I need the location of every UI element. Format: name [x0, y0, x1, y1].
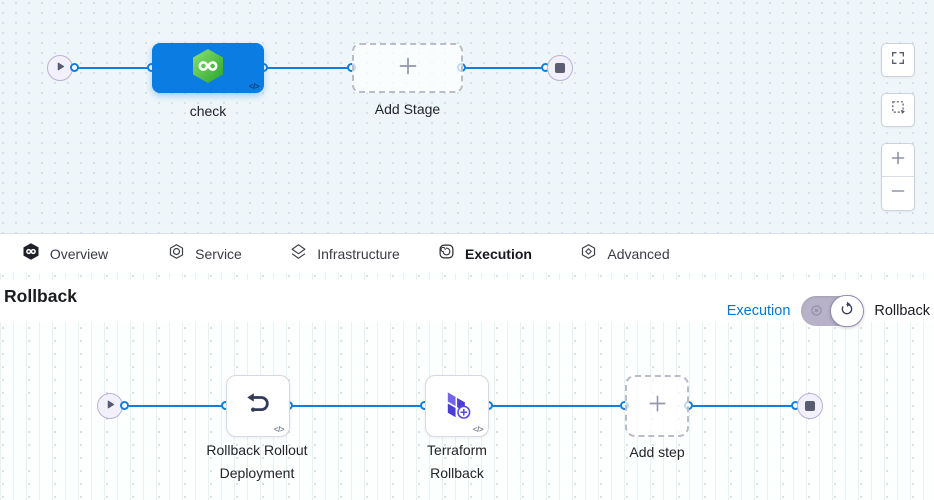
execution-icon — [438, 243, 455, 265]
connector-line — [73, 67, 152, 69]
rollback-header — [0, 280, 934, 322]
add-stage-label: Add Stage — [374, 101, 441, 117]
rollback-end-button[interactable] — [797, 393, 823, 419]
tab-service[interactable]: Service — [135, 234, 275, 274]
infrastructure-icon — [290, 243, 307, 265]
code-view-icon[interactable]: </> — [472, 425, 484, 434]
service-icon — [168, 243, 185, 265]
stage-label: check — [189, 103, 227, 119]
connector-line — [123, 405, 226, 407]
tab-label: Advanced — [607, 246, 670, 262]
fullscreen-icon — [890, 50, 906, 71]
code-view-icon[interactable]: </> — [248, 82, 260, 91]
plus-icon — [889, 149, 907, 172]
stop-icon — [555, 63, 565, 73]
tab-label: Service — [195, 246, 242, 262]
stop-icon — [805, 401, 815, 411]
tab-label: Execution — [465, 246, 532, 262]
step-label-line2: Rollback — [430, 465, 484, 481]
connector-line — [289, 405, 425, 407]
rollback-start-button[interactable] — [97, 393, 123, 419]
play-icon — [105, 397, 116, 415]
toggle-knob[interactable] — [830, 295, 865, 327]
play-icon — [55, 59, 66, 77]
minus-icon — [889, 182, 907, 205]
add-step-label: Add step — [629, 444, 685, 460]
execution-rollback-switch: Execution Rollback — [727, 293, 930, 329]
rollback-toggle[interactable] — [801, 295, 865, 327]
step-node-terraform-rollback[interactable]: </> — [425, 375, 489, 437]
add-stage-button[interactable] — [352, 43, 463, 93]
step-label: Rollback Rollout Deployment — [182, 439, 332, 485]
select-mode-button[interactable] — [881, 93, 915, 127]
fullscreen-button[interactable] — [881, 43, 915, 77]
execution-mode-link[interactable]: Execution — [726, 303, 791, 319]
step-node-rollback-rollout[interactable]: </> — [226, 375, 290, 437]
tab-advanced[interactable]: Advanced — [555, 234, 695, 274]
zoom-in-button[interactable] — [882, 144, 914, 177]
connector-line — [689, 405, 797, 407]
rollback-canvas[interactable]: Rollback Execution — [0, 273, 934, 500]
rollback-arrow-icon — [243, 390, 273, 423]
pipeline-start-button[interactable] — [47, 55, 73, 81]
tab-label: Infrastructure — [317, 246, 400, 262]
connector-line — [463, 67, 547, 69]
connector-line — [489, 405, 625, 407]
marquee-select-icon — [890, 99, 907, 121]
zoom-out-button[interactable] — [882, 177, 914, 210]
step-label-line1: Rollback Rollout — [206, 442, 308, 458]
advanced-icon — [580, 243, 597, 265]
stage-canvas[interactable]: </> check Add Stage — [0, 0, 934, 233]
plus-icon — [646, 392, 669, 420]
connector-dot — [120, 401, 129, 410]
step-label-line1: Terraform — [427, 442, 487, 458]
connector-dot — [70, 63, 79, 72]
step-label: Terraform Rollback — [382, 439, 532, 485]
tab-infrastructure[interactable]: Infrastructure — [275, 234, 415, 274]
zoom-controls — [881, 143, 915, 211]
add-step-button[interactable] — [625, 375, 689, 437]
connector-line — [264, 67, 352, 69]
pipeline-tabs: Overview Service Infrastructure — [0, 233, 934, 276]
tab-overview[interactable]: Overview — [0, 234, 135, 274]
tab-execution[interactable]: Execution — [415, 234, 555, 276]
execution-off-icon — [810, 304, 823, 322]
rollback-mode-label: Rollback — [874, 303, 930, 319]
step-label-line2: Deployment — [219, 465, 295, 481]
stage-node-check[interactable]: </> — [152, 43, 264, 93]
harness-logo-icon — [22, 242, 40, 266]
rollback-title: Rollback — [4, 286, 77, 306]
harness-stage-icon — [191, 48, 225, 89]
tab-label: Overview — [49, 246, 109, 262]
pipeline-end-button[interactable] — [547, 55, 573, 81]
terraform-icon — [442, 388, 473, 424]
rollback-icon — [839, 301, 855, 322]
code-view-icon[interactable]: </> — [273, 425, 285, 434]
plus-icon — [396, 54, 420, 83]
